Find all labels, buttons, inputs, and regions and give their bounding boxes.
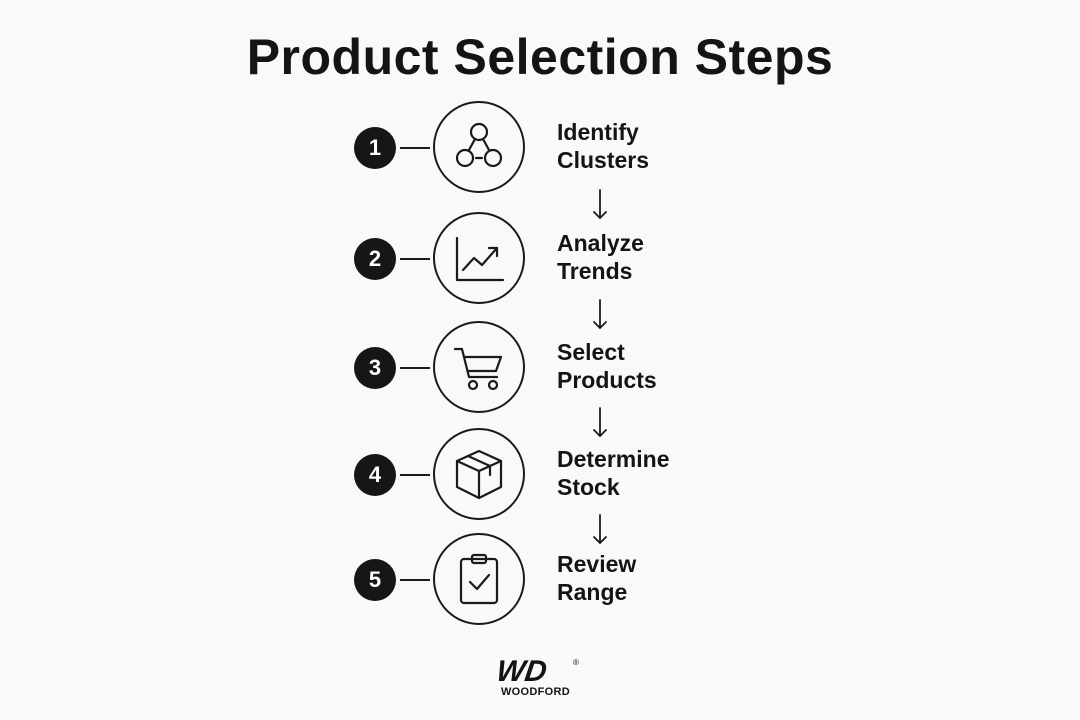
step-icon-circle: [433, 212, 525, 304]
registered-mark: ®: [573, 658, 579, 667]
step-icon-circle: [433, 428, 525, 520]
shopping-cart-icon: [453, 347, 503, 391]
step-label: Select Products: [557, 338, 657, 394]
step-label-line2: Range: [557, 579, 628, 605]
step-label: Determine Stock: [557, 445, 669, 501]
step-label-line1: Review: [557, 551, 637, 577]
step-label-line1: Select: [557, 339, 625, 365]
down-arrow-icon: [593, 299, 607, 329]
step-5: 5 Review Range: [0, 530, 1080, 630]
step-1: 1 Identify Clusters: [0, 98, 1080, 198]
step-icon-circle: [433, 533, 525, 625]
step-2: 2 Analyze Trends: [0, 209, 1080, 309]
step-label-line1: Identify: [557, 119, 639, 145]
connector-line: [400, 367, 430, 369]
step-icon-circle: [433, 101, 525, 193]
step-number-badge: 1: [354, 127, 396, 169]
logo-name: WOODFORD: [501, 686, 571, 698]
connector-line: [400, 147, 430, 149]
diagram-title: Product Selection Steps: [246, 29, 834, 85]
step-icon-circle: [433, 321, 525, 413]
step-4: 4 Determine Stock: [0, 425, 1080, 525]
step-label: Analyze Trends: [557, 229, 644, 285]
step-label-line2: Clusters: [557, 147, 650, 173]
step-label: Identify Clusters: [557, 118, 649, 174]
woodford-logo-mark: WD ®: [497, 655, 579, 685]
clipboard-check-icon: [459, 553, 499, 605]
connector-line: [400, 258, 430, 260]
step-3: 3 Select Products: [0, 318, 1080, 418]
step-label-line2: Trends: [557, 258, 633, 284]
step-number-badge: 4: [354, 454, 396, 496]
step-number-badge: 2: [354, 238, 396, 280]
trend-chart-icon: [455, 236, 505, 282]
down-arrow-icon: [593, 514, 607, 544]
box-icon: [455, 449, 503, 500]
logo-mark-text: WD: [497, 655, 549, 685]
down-arrow-icon: [593, 189, 607, 219]
step-label: Review Range: [557, 550, 636, 606]
woodford-logo: WD ® WOODFORD: [497, 655, 587, 698]
down-arrow-icon: [593, 407, 607, 437]
step-label-line1: Analyze: [557, 230, 644, 256]
connector-line: [400, 579, 430, 581]
step-label-line1: Determine: [557, 446, 670, 472]
step-label-line2: Stock: [557, 474, 620, 500]
step-number-badge: 3: [354, 347, 396, 389]
step-number-badge: 5: [354, 559, 396, 601]
step-label-line2: Products: [557, 367, 657, 393]
cluster-nodes-icon: [455, 122, 503, 168]
connector-line: [400, 474, 430, 476]
